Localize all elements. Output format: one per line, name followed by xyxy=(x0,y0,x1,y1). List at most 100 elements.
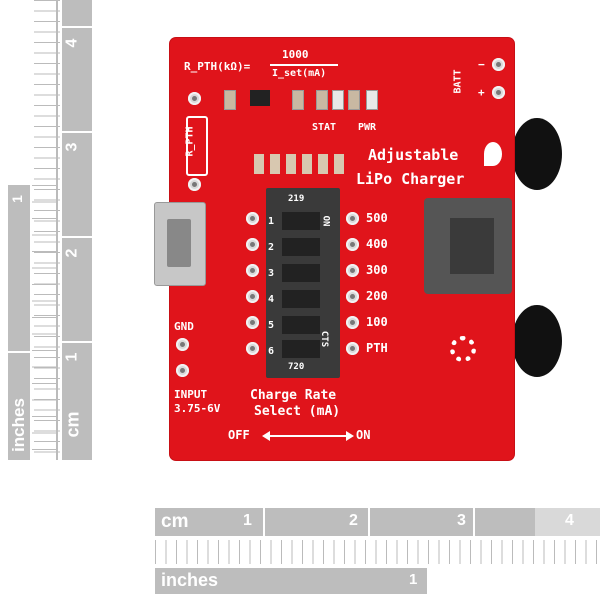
pcb-board: R_PTH(kΩ)= 1000 I_set(mA) STAT PWR − + B… xyxy=(154,38,514,460)
dip-left-pad xyxy=(246,212,259,225)
rpth-pad-bottom xyxy=(188,178,201,191)
input-voltage-label: 3.75-6V xyxy=(174,402,221,415)
on-label: ON xyxy=(356,428,371,442)
rate-label: 500 xyxy=(366,211,388,225)
arrow-head-left-icon xyxy=(262,431,270,441)
flame-logo-icon xyxy=(484,142,502,166)
ruler-unit-label: inches xyxy=(161,570,219,590)
smd-led-stat xyxy=(332,90,344,110)
batt-minus-label: − xyxy=(478,58,485,71)
dip-left-pad xyxy=(246,264,259,277)
smd-resistor xyxy=(224,90,236,110)
rate-label: PTH xyxy=(366,341,388,355)
dip-number: 1 xyxy=(268,216,275,227)
dip-number: 3 xyxy=(268,268,275,279)
gnd-pad xyxy=(176,338,189,351)
ruler-number: 1 xyxy=(409,571,418,588)
horizontal-cm-ruler: cm 1 2 3 4 xyxy=(155,508,600,536)
dip-right-pad xyxy=(346,342,359,355)
rpth-pad-top xyxy=(188,92,201,105)
ruler-unit-label: cm xyxy=(62,411,83,438)
ruler-unit-label: cm xyxy=(161,511,189,532)
rate-label: 400 xyxy=(366,237,388,251)
smd-ic xyxy=(250,90,270,106)
off-label: OFF xyxy=(228,428,250,442)
dip-left-pad xyxy=(246,316,259,329)
charge-rate-caption-line1: Charge Rate xyxy=(250,388,337,403)
batt-minus-pad xyxy=(492,58,505,71)
dip-number: 5 xyxy=(268,320,275,331)
dip-number: 4 xyxy=(268,294,275,305)
gear-icon xyxy=(450,336,476,362)
smd-resistor xyxy=(292,90,304,110)
dip-right-pad xyxy=(346,316,359,329)
gnd-label: GND xyxy=(174,320,194,333)
dip-left-pad xyxy=(246,290,259,303)
ruler-edge xyxy=(56,0,58,460)
formula-lhs: R_PTH(kΩ)= xyxy=(184,60,251,73)
ruler-number: 4 xyxy=(63,38,81,48)
board-title-line2: LiPo Charger xyxy=(356,170,465,188)
dip-on-label: ON xyxy=(320,215,331,227)
dip-cts-label: CTS xyxy=(319,330,330,348)
formula-divider xyxy=(270,64,338,66)
resistor-array xyxy=(254,154,346,174)
ruler-number: 1 xyxy=(243,512,252,529)
dip-right-pad xyxy=(346,212,359,225)
rubber-foot-bottom xyxy=(512,305,562,377)
batt-label: BATT xyxy=(452,69,464,94)
ruler-number: 1 xyxy=(63,352,81,362)
dip-code-bottom: 720 xyxy=(288,362,305,372)
stat-label: STAT xyxy=(312,122,337,133)
dip-toggle-6[interactable] xyxy=(282,340,320,358)
dip-left-pad xyxy=(246,342,259,355)
double-arrow-icon xyxy=(264,435,350,437)
vertical-inches-ruler: 1 inches xyxy=(8,185,30,460)
jst-battery-connector[interactable] xyxy=(424,198,512,294)
smd-resistor xyxy=(316,90,328,110)
horizontal-inches-ruler: inches 1 xyxy=(155,568,427,594)
rpth-label-box xyxy=(186,116,208,176)
dip-toggle-1[interactable] xyxy=(282,212,320,230)
ruler-tick-strip xyxy=(32,185,56,460)
dip-toggle-5[interactable] xyxy=(282,316,320,334)
dip-number: 2 xyxy=(268,242,275,253)
ruler-number: 3 xyxy=(457,512,466,529)
micro-usb-connector[interactable] xyxy=(154,202,206,286)
ruler-number: 1 xyxy=(8,195,25,203)
rpth-label: R_PTH xyxy=(184,126,196,157)
ruler-number: 4 xyxy=(565,512,574,529)
rate-label: 300 xyxy=(366,263,388,277)
ruler-number: 2 xyxy=(63,248,81,258)
dip-left-pad xyxy=(246,238,259,251)
pwr-label: PWR xyxy=(358,122,377,133)
rate-label: 200 xyxy=(366,289,388,303)
input-label: INPUT xyxy=(174,388,208,401)
vertical-cm-ruler: 4 3 2 1 cm xyxy=(62,0,92,460)
input-pad xyxy=(176,364,189,377)
dip-right-pad xyxy=(346,290,359,303)
dip-toggle-4[interactable] xyxy=(282,290,320,308)
dip-toggle-3[interactable] xyxy=(282,264,320,282)
formula-denominator: I_set(mA) xyxy=(272,68,327,79)
smd-led-pwr xyxy=(366,90,378,110)
board-title-line1: Adjustable xyxy=(368,146,459,164)
ruler-tick-strip xyxy=(155,540,600,564)
dip-switch[interactable]: 219 720 ON CTS xyxy=(266,188,340,378)
rate-label: 100 xyxy=(366,315,388,329)
ruler-number: 2 xyxy=(349,512,358,529)
formula-numerator: 1000 xyxy=(282,48,309,61)
ruler-number: 3 xyxy=(63,142,81,152)
smd-resistor xyxy=(348,90,360,110)
dip-right-pad xyxy=(346,264,359,277)
dip-toggle-2[interactable] xyxy=(282,238,320,256)
ruler-unit-label: inches xyxy=(8,398,28,452)
batt-plus-pad xyxy=(492,86,505,99)
charge-rate-caption-line2: Select (mA) xyxy=(254,404,341,419)
dip-code-top: 219 xyxy=(288,194,305,204)
dip-right-pad xyxy=(346,238,359,251)
batt-plus-label: + xyxy=(478,86,485,99)
arrow-head-right-icon xyxy=(346,431,354,441)
rubber-foot-top xyxy=(512,118,562,190)
dip-number: 6 xyxy=(268,346,275,357)
